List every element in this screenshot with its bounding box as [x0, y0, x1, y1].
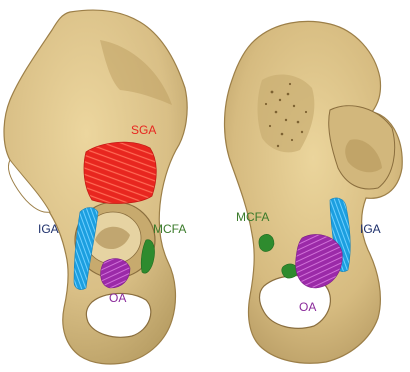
right-oa-label: OA	[299, 300, 316, 314]
right-mcfa-label: MCFA	[236, 210, 269, 224]
left-oa-label: OA	[109, 291, 126, 305]
right-iga-label: IGA	[360, 222, 381, 236]
left-iga-label: IGA	[38, 222, 59, 236]
left-sga-region	[84, 142, 156, 203]
left-sga-label: SGA	[131, 123, 156, 137]
right-mcfa-region-upper	[259, 234, 274, 251]
left-mcfa-label: MCFA	[153, 222, 186, 236]
